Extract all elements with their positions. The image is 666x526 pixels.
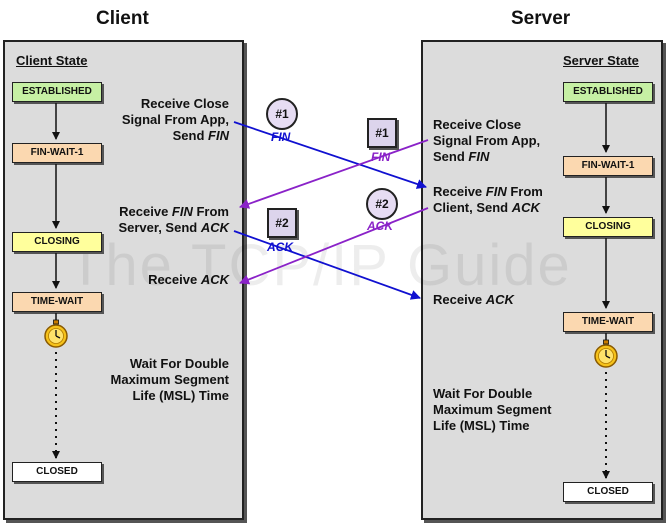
client-state-closing: CLOSING: [12, 232, 102, 252]
client-fin-number-badge: #1: [266, 98, 298, 130]
server-e1-fin: FIN: [468, 149, 490, 164]
server-e2-line2: Client, Send ACK: [433, 200, 563, 216]
server-e2-fin: FIN: [485, 184, 507, 199]
server-state-closed: CLOSED: [563, 482, 653, 502]
client-state-fin-wait-1: FIN-WAIT-1: [12, 143, 102, 163]
client-ack-number-badge: #2: [267, 208, 297, 238]
client-e1-fin: FIN: [208, 128, 229, 143]
client-e2-from: From: [192, 204, 229, 219]
server-panel: [421, 40, 663, 520]
client-state-title: Client State: [16, 53, 88, 68]
server-state-established: ESTABLISHED: [563, 82, 653, 102]
client-fin-arrow: [233, 121, 427, 189]
server-state-fin-wait-1: FIN-WAIT-1: [563, 156, 653, 176]
server-ack-number-badge: #2: [366, 188, 398, 220]
client-e2-send: Server, Send: [118, 220, 201, 235]
client-ack-arrow: [233, 230, 421, 300]
server-event-receive-ack: Receive ACK: [433, 292, 563, 308]
client-e2-line2: Server, Send ACK: [96, 220, 229, 236]
client-panel: [3, 40, 244, 520]
server-event-wait-msl: Wait For Double Maximum Segment Life (MS…: [433, 386, 573, 434]
client-e4-line2: Maximum Segment: [110, 372, 229, 387]
server-stopwatch-icon: [594, 339, 618, 368]
server-e2-from: From: [506, 184, 543, 199]
server-ack-arrow: [239, 207, 429, 285]
client-e4-line3: Life (MSL) Time: [132, 388, 229, 403]
server-e4-line2: Maximum Segment: [433, 402, 552, 417]
client-e2-fin: FIN: [171, 204, 193, 219]
server-event-receive-fin: Receive FIN From Client, Send ACK: [433, 184, 563, 216]
server-e2-receive: Receive: [433, 184, 486, 199]
server-fin-label: FIN: [371, 150, 391, 164]
client-e4-line1: Wait For Double: [129, 356, 229, 371]
server-e1-line3: Send FIN: [433, 149, 563, 165]
server-e3-ack: ACK: [485, 292, 514, 307]
server-e1-line2: Signal From App,: [433, 133, 541, 148]
client-e3-ack: ACK: [200, 272, 229, 287]
server-state-time-wait: TIME-WAIT: [563, 312, 653, 332]
server-state-title: Server State: [563, 53, 639, 68]
server-state-closing: CLOSING: [563, 217, 653, 237]
client-state-closed: CLOSED: [12, 462, 102, 482]
client-state-established: ESTABLISHED: [12, 82, 102, 102]
client-e1-line3: Send FIN: [96, 128, 229, 144]
client-fin-label: FIN: [271, 130, 291, 144]
client-e2-line1: Receive FIN From: [96, 204, 229, 220]
server-e2-line1: Receive FIN From: [433, 184, 563, 200]
client-state-time-wait: TIME-WAIT: [12, 292, 102, 312]
client-event-receive-fin: Receive FIN From Server, Send ACK: [96, 204, 229, 236]
client-e2-receive: Receive: [119, 204, 172, 219]
server-e4-line1: Wait For Double: [433, 386, 533, 401]
client-stopwatch-icon: [44, 319, 68, 348]
client-e3-receive: Receive: [148, 272, 201, 287]
server-e2-send: Client, Send: [433, 200, 512, 215]
client-ack-label: ACK: [267, 240, 293, 254]
server-e1-line1: Receive Close: [433, 117, 522, 132]
server-e4-line3: Life (MSL) Time: [433, 418, 530, 433]
watermark: The TCP/IP Guide: [68, 233, 572, 298]
client-event-wait-msl: Wait For Double Maximum Segment Life (MS…: [86, 356, 229, 404]
client-header: Client: [96, 8, 149, 29]
server-fin-number-badge: #1: [367, 118, 397, 148]
client-e2-ack: ACK: [200, 220, 229, 235]
client-e1-line1: Receive Close: [140, 96, 229, 111]
server-e3-receive: Receive: [433, 292, 486, 307]
server-e2-ack: ACK: [511, 200, 540, 215]
client-event-close-signal: Receive Close Signal From App, Send FIN: [96, 96, 229, 144]
server-e1-send: Send: [433, 149, 469, 164]
server-event-close-signal: Receive Close Signal From App, Send FIN: [433, 117, 563, 165]
client-event-receive-ack: Receive ACK: [96, 272, 229, 288]
client-e1-send: Send: [172, 128, 209, 143]
server-ack-label: ACK: [367, 219, 393, 233]
server-header: Server: [511, 8, 571, 29]
client-e1-line2: Signal From App,: [121, 112, 229, 127]
server-fin-arrow: [239, 139, 429, 209]
